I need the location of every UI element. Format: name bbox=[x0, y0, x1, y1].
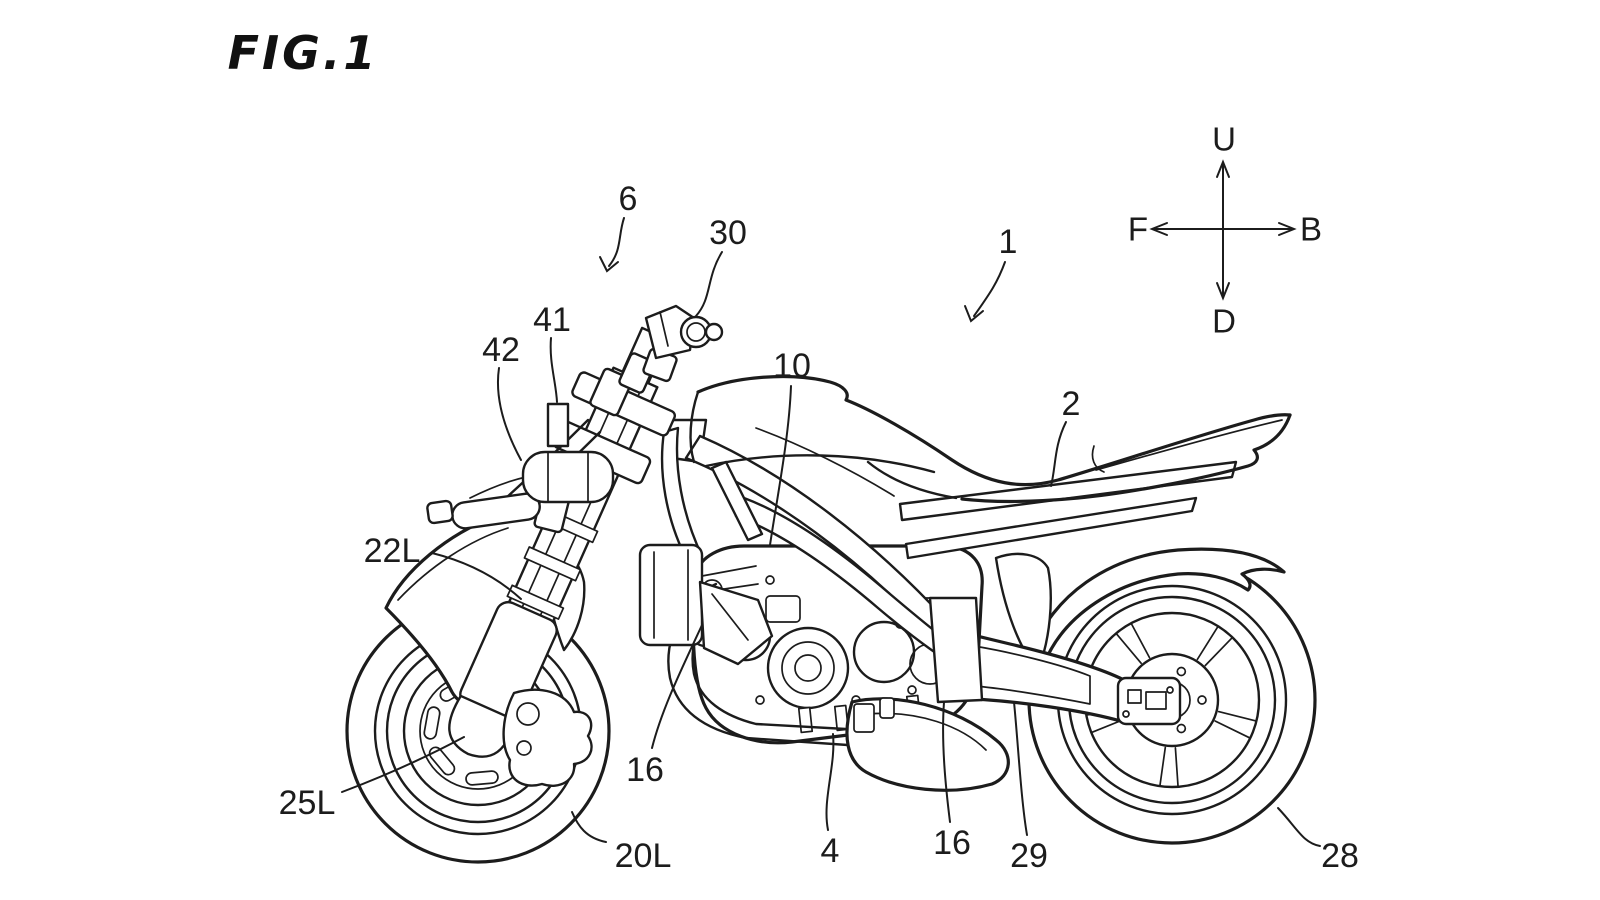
ref-label-28: 28 bbox=[1321, 837, 1359, 875]
ref-label-16-left: 16 bbox=[626, 751, 664, 789]
ref-label-2: 2 bbox=[1061, 385, 1081, 423]
ref-label-6: 6 bbox=[618, 180, 638, 218]
ref-label-22L: 22L bbox=[363, 532, 421, 570]
compass-front-label: F bbox=[1127, 210, 1149, 248]
frame bbox=[660, 418, 1238, 704]
ref-label-16-right: 16 bbox=[933, 824, 971, 862]
front-brake-caliper bbox=[502, 688, 593, 787]
ref-label-29: 29 bbox=[1010, 837, 1048, 875]
bodywork bbox=[689, 374, 1292, 504]
ref-label-1: 1 bbox=[998, 223, 1018, 261]
compass-down-label: D bbox=[1212, 302, 1236, 340]
bracket-41 bbox=[546, 402, 570, 448]
rear-inner-fender bbox=[994, 552, 1052, 672]
ref-label-4: 4 bbox=[820, 832, 840, 870]
ref-label-30: 30 bbox=[709, 214, 747, 252]
figure-title: FIG.1 bbox=[227, 26, 379, 80]
swingarm bbox=[942, 628, 1182, 726]
ref-label-20L: 20L bbox=[614, 837, 672, 875]
ref-label-41: 41 bbox=[533, 301, 571, 339]
compass-back-label: B bbox=[1299, 210, 1323, 248]
ref-label-10: 10 bbox=[773, 347, 811, 385]
muffler-cowl bbox=[845, 697, 1010, 792]
leader-lines bbox=[341, 217, 1321, 847]
engine-bolts bbox=[755, 555, 917, 705]
ref-label-42: 42 bbox=[482, 331, 520, 369]
compass bbox=[1149, 159, 1297, 301]
rear-fender bbox=[1030, 547, 1286, 666]
compass-up-label: U bbox=[1212, 120, 1236, 158]
front-sensor-unit bbox=[642, 304, 724, 383]
ref-label-25L: 25L bbox=[278, 784, 336, 822]
radiator-shroud bbox=[638, 543, 774, 666]
reservoir-42 bbox=[521, 450, 615, 504]
